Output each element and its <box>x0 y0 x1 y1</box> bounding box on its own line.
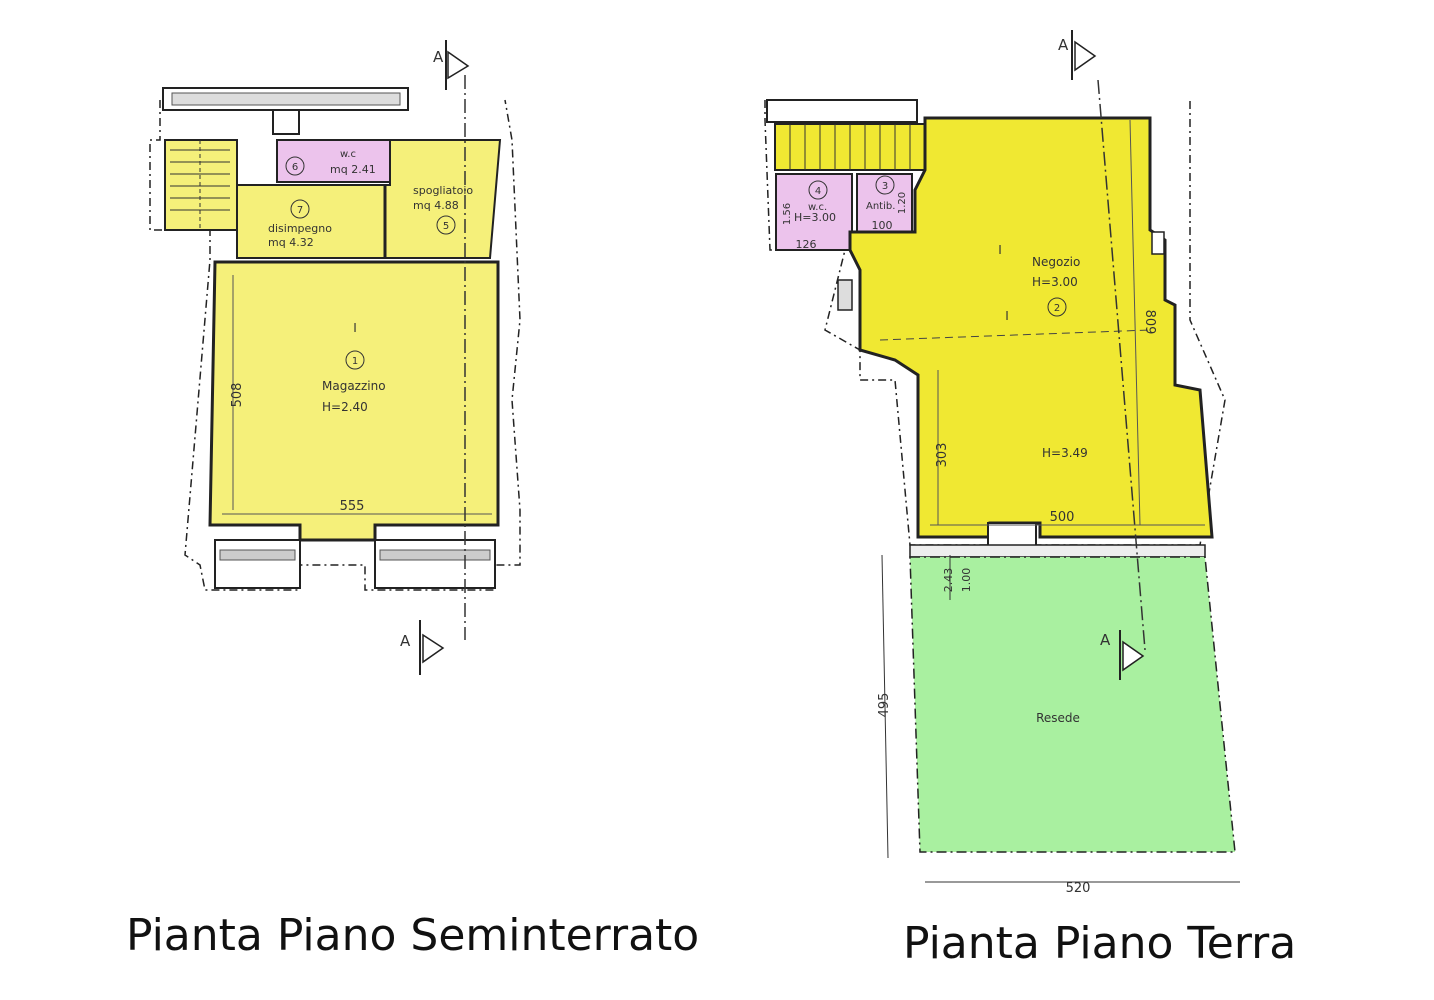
room-name-antib: Antib. <box>866 201 895 212</box>
yard-resede <box>909 556 1236 853</box>
room-number-5: 5 <box>443 221 449 232</box>
svg-text:I: I <box>1005 309 1009 323</box>
dim-shop-width: 500 <box>1050 510 1075 525</box>
dim-antib-depth: 1.20 <box>897 192 908 214</box>
room-number-3: 3 <box>882 181 888 192</box>
ground-title: Pianta Piano Terra <box>903 918 1297 969</box>
dim-basement-width: 555 <box>340 499 365 514</box>
dim-yard-width: 520 <box>1066 881 1091 896</box>
room-wc-4 <box>775 173 853 251</box>
basement-plan: I <box>149 40 521 675</box>
room-name-wc-ground: w.c. <box>808 202 827 213</box>
dim-wc-depth: 1.56 <box>782 203 793 225</box>
room-name-wc-basement: w.c <box>340 149 356 160</box>
section-label-a-top-left: A <box>433 48 444 66</box>
dim-wc-width: 126 <box>796 238 817 251</box>
room-name-resede: Resede <box>1036 711 1080 725</box>
room-number-2: 2 <box>1054 303 1060 314</box>
dim-shop-height: 809 <box>1142 310 1157 335</box>
section-arrow-top-right <box>1074 40 1097 72</box>
room-name-magazzino: Magazzino <box>322 379 386 393</box>
dim-step-1: 2.43 <box>942 568 955 593</box>
room-number-1: 1 <box>352 356 358 367</box>
room-number-7: 7 <box>297 205 303 216</box>
ground-plan: I I <box>764 30 1240 883</box>
room-height-wc-ground: H=3.00 <box>794 211 836 224</box>
room-name-spogliatoio: spogliatoio <box>413 184 473 197</box>
section-label-a-top-right: A <box>1058 36 1069 54</box>
ground-boundary <box>764 100 1226 546</box>
dim-front-depth: 303 <box>935 443 950 468</box>
room-corridor-spogliatoio <box>236 139 502 259</box>
dim-step-2: 1.00 <box>960 568 973 593</box>
room-number-6: 6 <box>292 162 298 173</box>
room-name-disimpegno: disimpegno <box>268 222 332 235</box>
basement-title: Pianta Piano Seminterrato <box>126 910 700 961</box>
section-arrow-bottom-right <box>1122 640 1145 672</box>
section-arrow-top-left <box>447 50 470 80</box>
room-antib-3 <box>856 173 913 233</box>
dim-basement-height: 508 <box>230 383 245 408</box>
room-name-negozio: Negozio <box>1032 255 1080 269</box>
room-height-negozio: H=3.00 <box>1032 275 1078 289</box>
room-area-disimpegno: mq 4.32 <box>268 236 314 249</box>
room-area-wc-basement: mq 2.41 <box>330 163 376 176</box>
room-area-spogliatoio: mq 4.88 <box>413 199 459 212</box>
section-arrow-bottom-left <box>422 633 445 664</box>
section-label-a-bottom-right: A <box>1100 631 1111 649</box>
svg-text:I: I <box>998 243 1002 257</box>
room-height-front: H=3.49 <box>1042 446 1088 460</box>
section-label-a-bottom-left: A <box>400 632 411 650</box>
svg-text:I: I <box>353 321 357 335</box>
basement-stairs <box>164 139 238 231</box>
dim-antib-width: 100 <box>872 219 893 232</box>
room-height-magazzino: H=2.40 <box>322 400 368 414</box>
room-number-4: 4 <box>815 186 821 197</box>
dim-yard-depth: 495 <box>877 693 892 718</box>
